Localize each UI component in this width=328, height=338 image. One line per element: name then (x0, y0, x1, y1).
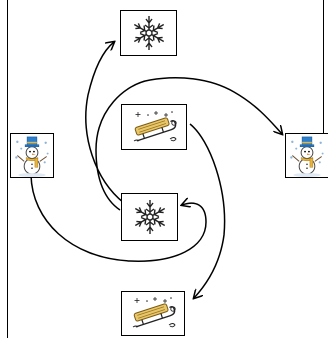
arrow-snowman-left-to-snowflake-center (30, 174, 207, 262)
node-sled-bottom (121, 291, 185, 336)
arrow-snowflake-center-to-snowflake-top (85, 42, 125, 204)
arrow-snowflake-center-to-snowman-right (95, 76, 282, 211)
node-snowflake-center (121, 193, 178, 241)
node-snowflake-top (120, 10, 177, 56)
node-snowman-left (10, 133, 54, 178)
node-sled-center (121, 104, 187, 150)
arrow-sled-center-to-sled-bottom (189, 123, 226, 298)
node-snowman-right (285, 133, 328, 178)
